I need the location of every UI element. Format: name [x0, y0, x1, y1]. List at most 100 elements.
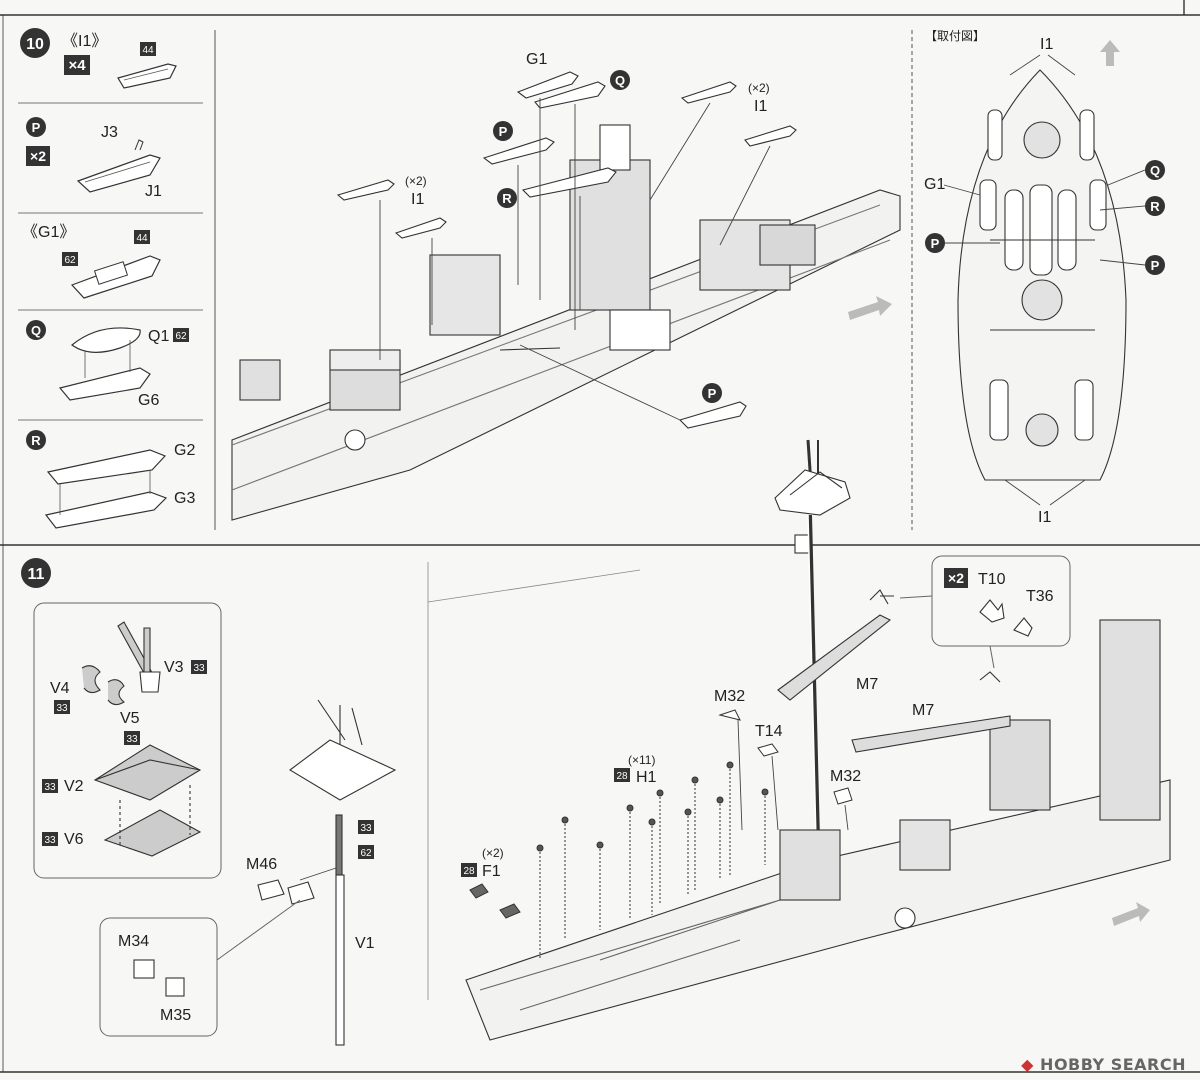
boat-g2-drawing — [46, 449, 167, 485]
mount-label-g1: G1 — [924, 176, 945, 193]
svg-text:28: 28 — [616, 771, 628, 782]
part-num-v3: 33 — [191, 660, 207, 674]
label-m7-b: M7 — [912, 702, 934, 719]
svg-text:Q: Q — [31, 323, 41, 338]
mount-label-i1-bottom: I1 — [1038, 509, 1051, 526]
label-h1: H1 — [636, 769, 657, 786]
svg-text:62: 62 — [360, 848, 372, 859]
label-m32-b: M32 — [830, 768, 861, 785]
mount-view-title: 【取付図】 — [925, 29, 985, 43]
panel-g1-title: 《G1》 — [22, 224, 75, 241]
boat-i1-floating-a — [680, 81, 737, 104]
battleship-deck-drawing — [231, 124, 901, 521]
step-10-badge: 10 — [20, 28, 50, 58]
badge-q-main: Q — [610, 70, 630, 90]
label-q1: Q1 — [148, 328, 169, 345]
label-g1-main: G1 — [526, 51, 547, 68]
svg-text:33: 33 — [193, 663, 205, 674]
label-g3: G3 — [174, 490, 195, 507]
label-j1: J1 — [145, 183, 162, 200]
boat-g6-drawing — [58, 367, 151, 401]
svg-text:R: R — [1150, 199, 1160, 214]
svg-text:44: 44 — [136, 233, 148, 244]
svg-text:62: 62 — [175, 331, 187, 342]
label-v6: V6 — [64, 831, 84, 848]
boat-r-floating — [521, 167, 617, 198]
part-num-h1: 28 — [614, 768, 630, 782]
label-m32-a: M32 — [714, 688, 745, 705]
label-mult-h: (×11) — [628, 753, 655, 767]
direction-arrow-step10 — [848, 296, 892, 320]
svg-text:Q: Q — [1150, 163, 1160, 178]
mount-badge-p-left: P — [925, 233, 945, 253]
label-j3: J3 — [101, 124, 118, 141]
svg-text:33: 33 — [360, 823, 372, 834]
boat-j1-drawing — [76, 154, 161, 193]
label-t10: T10 — [978, 571, 1006, 588]
badge-r-main: R — [497, 188, 517, 208]
m34-m35-drawing — [133, 959, 185, 997]
label-v5: V5 — [120, 710, 140, 727]
mount-badge-r: R — [1145, 196, 1165, 216]
label-v4: V4 — [50, 680, 70, 697]
svg-text:62: 62 — [64, 255, 76, 266]
part-num-mast-a: 33 — [358, 820, 374, 834]
boat-i1-drawing — [117, 63, 177, 89]
t10-t36-drawing — [979, 599, 1033, 637]
label-g6: G6 — [138, 392, 159, 409]
boat-i1-floating-b — [744, 125, 797, 147]
svg-text:44: 44 — [142, 45, 154, 56]
label-m34: M34 — [118, 933, 149, 950]
svg-text:R: R — [502, 191, 512, 206]
label-mult-b: (×2) — [405, 174, 427, 188]
label-v2: V2 — [64, 778, 84, 795]
label-v3: V3 — [164, 659, 184, 676]
t-callout-count: ×2 — [944, 568, 968, 588]
svg-text:11: 11 — [28, 566, 45, 583]
badge-p-main-low: P — [702, 383, 722, 403]
m34-panel — [99, 917, 218, 1037]
step-11-badge: 11 — [21, 558, 51, 588]
boat-g1-floating — [516, 71, 579, 99]
panel-q-badge: Q — [26, 320, 46, 340]
boat-p-floating-b — [678, 401, 747, 429]
label-f1: F1 — [482, 863, 501, 880]
svg-text:×4: ×4 — [68, 57, 86, 74]
svg-text:P: P — [32, 120, 41, 135]
part-num-mast-b: 62 — [358, 845, 374, 859]
label-m7-a: M7 — [856, 676, 878, 693]
cover-q1-drawing — [71, 327, 141, 353]
label-t14: T14 — [755, 723, 783, 740]
svg-text:×2: ×2 — [948, 570, 964, 586]
boat-i1-floating-c — [336, 179, 395, 201]
h1-fittings-drawing — [469, 709, 853, 960]
boat-p-floating-a — [482, 137, 555, 165]
panel-i1-title: 《I1》 — [62, 33, 107, 50]
panel-i1-count: ×4 — [64, 55, 90, 75]
m46-parts-drawing — [257, 879, 315, 905]
label-mult-f: (×2) — [482, 846, 504, 860]
part-num-44-b: 44 — [134, 230, 150, 244]
part-num-v4: 33 — [54, 700, 70, 714]
svg-text:×2: ×2 — [30, 148, 46, 164]
panel-p-count: ×2 — [26, 146, 50, 166]
label-mult-a: (×2) — [748, 81, 770, 95]
svg-text:28: 28 — [463, 866, 475, 877]
svg-text:Q: Q — [615, 73, 625, 88]
badge-p-main: P — [493, 121, 513, 141]
boat-q-floating — [534, 81, 606, 109]
forecastle-deck-drawing — [465, 619, 1171, 1041]
part-num-v2: 33 — [42, 779, 58, 793]
mount-view-arrow — [1100, 40, 1120, 66]
svg-text:P: P — [708, 386, 717, 401]
panel-r-badge: R — [26, 430, 46, 450]
v-detail-panel — [33, 602, 222, 879]
label-i1-a: I1 — [754, 98, 767, 115]
svg-text:33: 33 — [56, 703, 68, 714]
hobby-search-watermark: ◆ HOBBY SEARCH — [1021, 1055, 1186, 1074]
label-g2: G2 — [174, 442, 195, 459]
boat-i1-floating-d — [394, 217, 447, 239]
mount-badge-q: Q — [1145, 160, 1165, 180]
svg-text:P: P — [931, 236, 940, 251]
